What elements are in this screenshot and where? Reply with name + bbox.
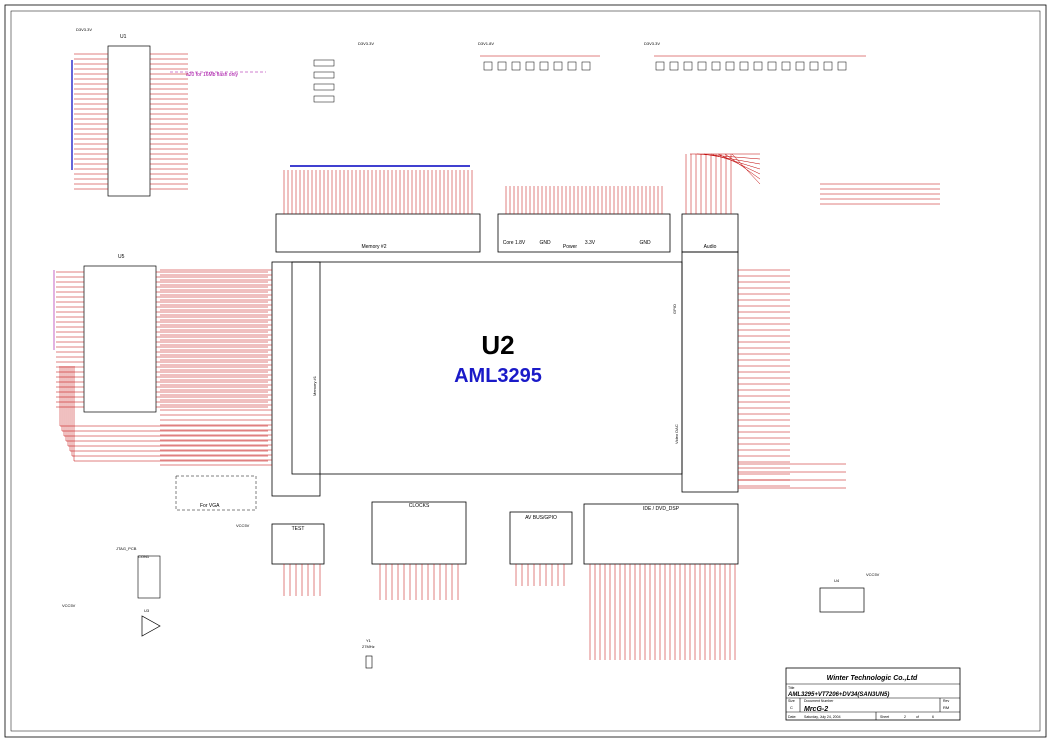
component-body [683,61,693,71]
wire [731,153,761,185]
component-body [725,61,735,71]
part-jtag-connector: JTAG_PCB CON1 [116,546,161,599]
section-power: Power [563,244,578,250]
section-gpio: GPIO [672,304,677,314]
component-body [567,61,577,71]
wire [724,153,761,180]
sheet-inner-border [10,10,1041,732]
component-body [795,61,805,71]
title-company: Winter Technologic Co.,Ltd [827,675,918,682]
part-crystal-y1: Y1 27MHz [362,638,375,669]
title-block: Winter Technologic Co.,Ltd Title AML3295… [785,667,961,721]
component-body [313,95,335,103]
docnum-value: MrcG-2 [804,706,828,713]
section-ide: IDE / DVD_DSP [643,506,680,512]
chip-part: AML3295 [454,365,542,387]
component-body [539,61,549,71]
section-test: TEST [292,526,305,532]
decoupling-capacitors [313,55,866,103]
section-memory-left: Memory #1 [312,375,317,396]
part-u1-flash: U1 a20 for 16Mb flash only [107,34,266,197]
section-clocks: CLOCKS [409,503,430,509]
section-audio: Audio [704,244,717,250]
rev-label: Rev [943,699,949,703]
component-body [669,61,679,71]
vga-label: For VGA [200,503,220,509]
component-body [483,61,493,71]
memory-bus-wires [59,366,268,462]
date-value: Saturday, July 24, 2004 [804,715,841,719]
title-value: AML3295+VT7206+DV34(SAN3UN5) [787,692,889,698]
rev-value: RM [943,705,949,710]
section-gnd2: GND [639,240,651,246]
size-label: Size [788,699,795,703]
of-value: 6 [932,715,934,719]
component-body [823,61,833,71]
component-body [553,61,563,71]
component-body [525,61,535,71]
component-body [739,61,749,71]
section-memory-top: Memory #2 [361,244,386,250]
section-gnd: GND [539,240,551,246]
component-body [655,61,665,71]
section-core: Core 1.8V [503,240,526,246]
component-body [809,61,819,71]
rail-vcc5-eeprom: VCC5V [866,572,880,577]
component-body [837,61,847,71]
rail-d33-top-left: D3V3.3V [76,27,92,32]
component-body [781,61,791,71]
jtag-label: JTAG_PCB [116,546,137,551]
component-body [581,61,591,71]
component-body [313,83,335,91]
docnum-label: Document Number [804,699,834,703]
u4-ref: U4 [834,578,840,583]
u3-ref: U3 [144,608,150,613]
component-body [313,59,335,67]
u1-ref: U1 [120,34,127,40]
component-body [753,61,763,71]
rail-d18-caps: D3V1.8V [478,41,494,46]
right-side-nets [690,153,940,489]
part-u4-eeprom: U4 [819,578,865,613]
section-video-dac: Video DAC [674,424,679,444]
component-body [697,61,707,71]
u1-note: a20 for 16Mb flash only [186,72,238,78]
chip-pin-stubs [160,154,790,660]
component-body [497,61,507,71]
size-value: C [790,705,793,710]
component-body [313,71,335,79]
section-v33: 3.3V [585,240,596,246]
component-body [511,61,521,71]
of-label: of [916,715,919,719]
rail-d33-memory: D3V3.3V [358,41,374,46]
u1-pins [71,53,188,190]
title-label: Title [788,686,795,690]
part-u5-sdram: U5 [83,254,157,413]
y1-ref: Y1 [366,638,372,643]
part-u3-reset: U3 [141,608,161,637]
section-av-bus: AV BUS/GPIO [525,515,557,521]
rail-vcc5-reset: VCC5V [62,603,76,608]
date-label: Date: [788,715,796,719]
component-body [711,61,721,71]
cn1-label: CON1 [138,554,150,559]
sheet-label: Sheet [880,715,889,719]
chip-u2: U2 AML3295 Memory #2 Core 1.8V GND Power… [271,213,739,565]
y1-freq: 27MHz [362,644,375,649]
u5-ref: U5 [118,254,125,260]
vga-note: For VGA [175,475,257,511]
sheet-border [4,4,1047,738]
u5-pins [53,270,268,408]
sheet-value: 2 [904,715,906,719]
rail-d33-caps: D3V3.3V [644,41,660,46]
chip-ref: U2 [481,330,514,360]
component-body [767,61,777,71]
rail-vcc5-test: VCC5V [236,523,250,528]
